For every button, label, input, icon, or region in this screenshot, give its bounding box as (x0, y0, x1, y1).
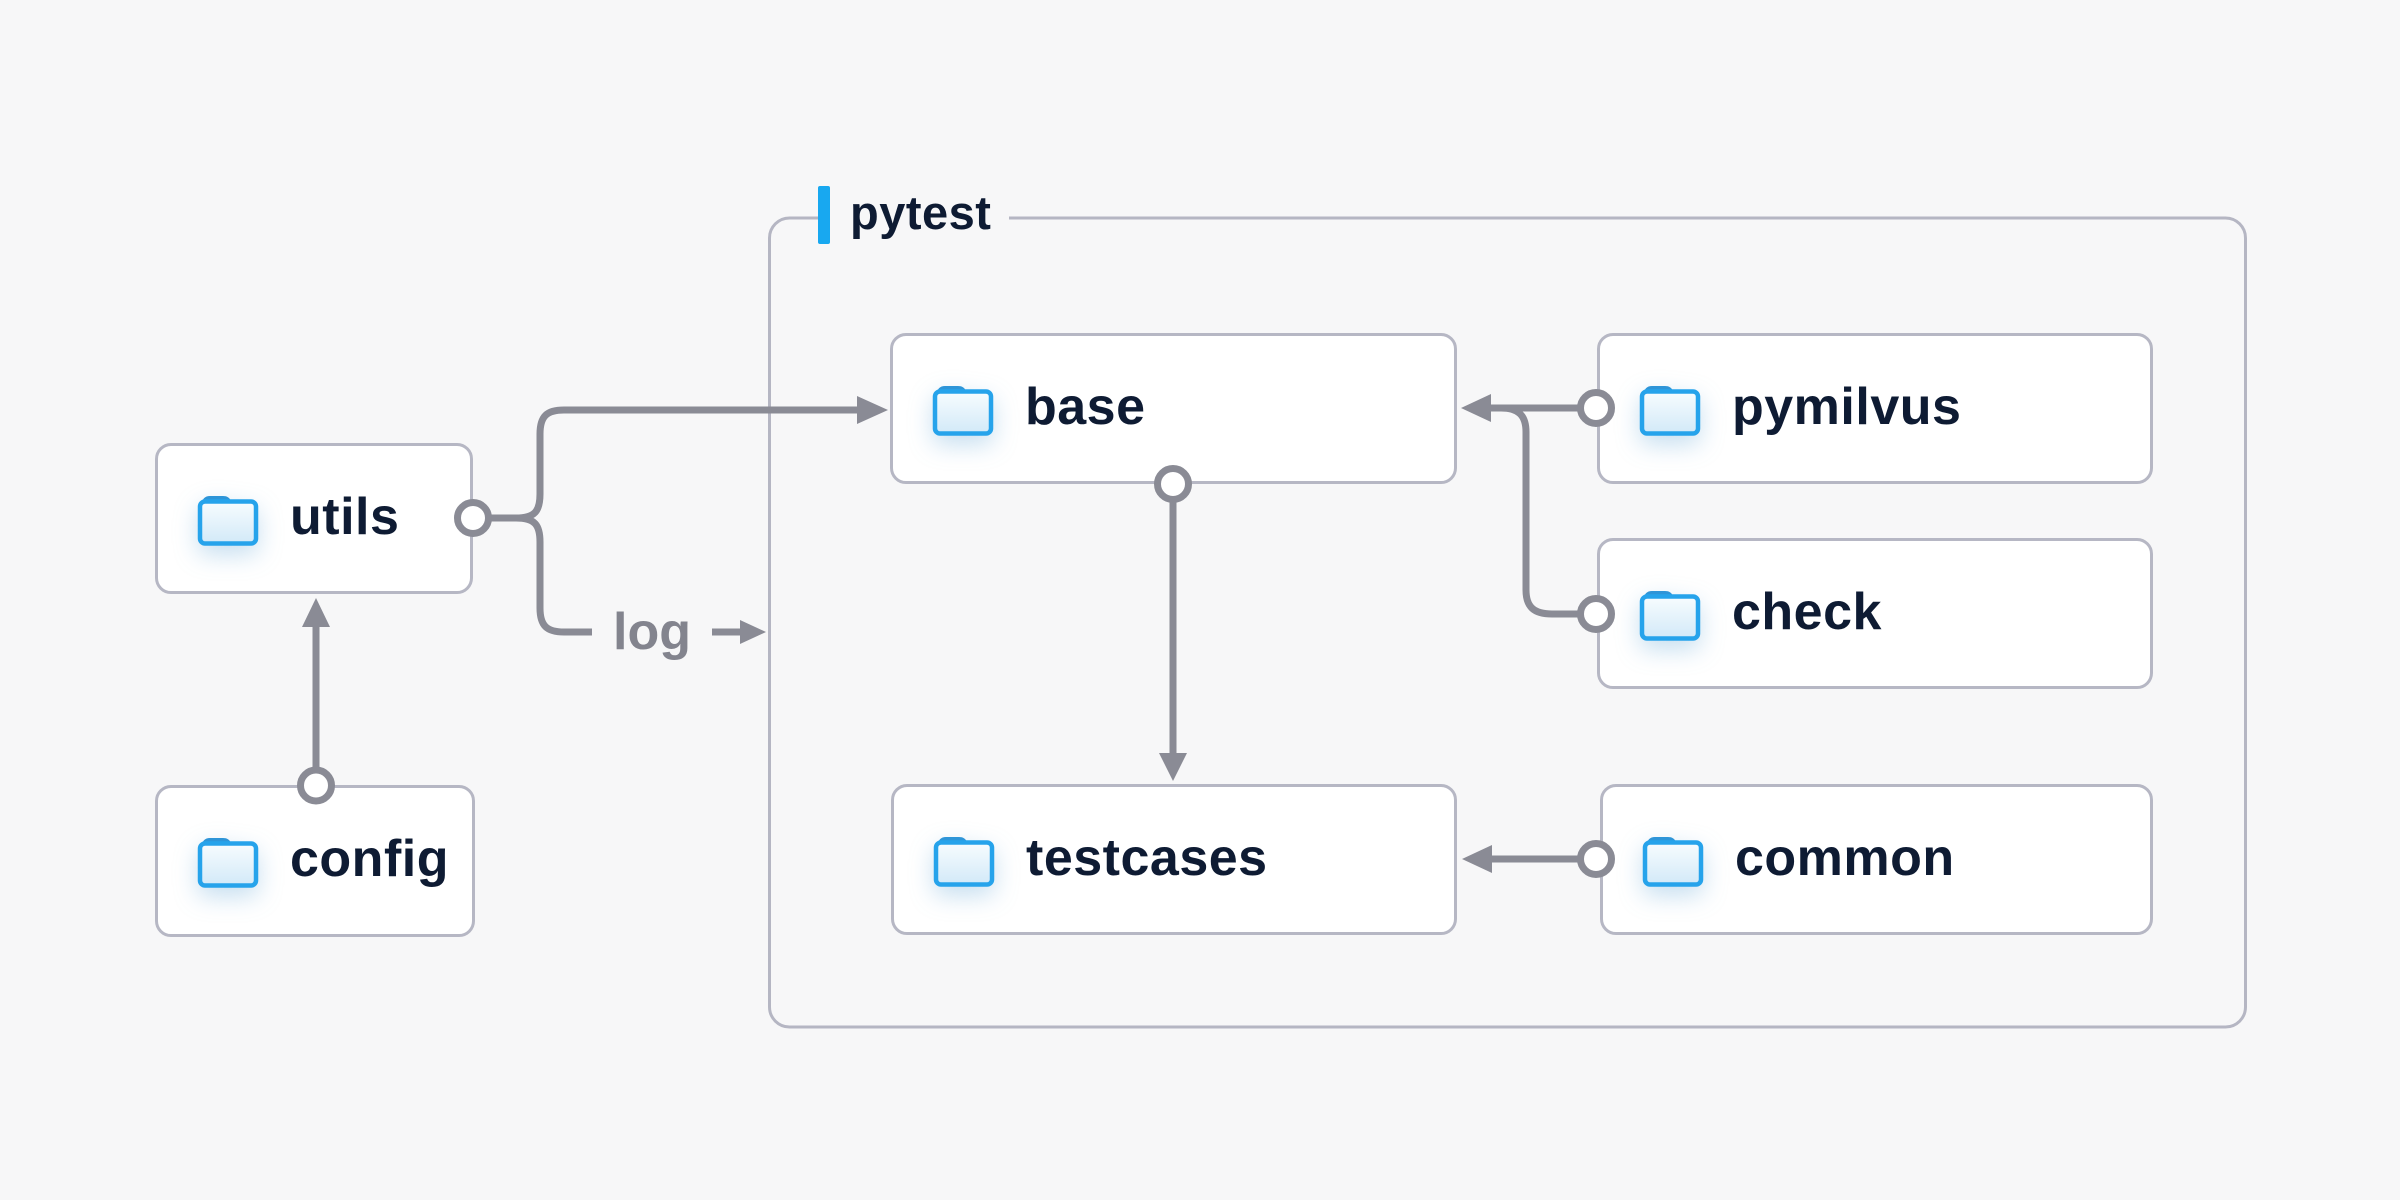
node-label: check (1732, 582, 1882, 641)
arrowhead-base-testcases (1159, 753, 1187, 781)
pytest-group-label: pytest (818, 185, 1010, 245)
node-config: config (155, 785, 475, 937)
folder-icon (1641, 832, 1705, 888)
node-testcases: testcases (891, 784, 1457, 935)
edge-utils-log (515, 514, 592, 636)
node-label: testcases (1026, 828, 1268, 887)
node-utils: utils (155, 443, 473, 594)
node-common: common (1600, 784, 2153, 935)
arrowhead-into-base (1461, 394, 1491, 422)
edge-label-log: log (613, 603, 691, 661)
node-pymilvus: pymilvus (1597, 333, 2153, 484)
folder-icon (931, 381, 995, 437)
pytest-group-label-text: pytest (850, 185, 992, 239)
arrowhead-utils-base (857, 396, 888, 424)
node-check: check (1597, 538, 2153, 689)
accent-bar (818, 186, 830, 244)
arrowhead-config-utils (302, 598, 330, 627)
node-label: pymilvus (1732, 377, 1962, 436)
edge-check-base (1500, 404, 1581, 618)
node-label: utils (290, 487, 400, 546)
folder-icon (196, 491, 260, 547)
folder-icon (932, 832, 996, 888)
arrowhead-log (740, 620, 766, 644)
folder-icon (196, 833, 260, 889)
node-label: config (290, 830, 449, 888)
arrowhead-common-testcases (1462, 845, 1492, 873)
folder-icon (1638, 586, 1702, 642)
node-label: common (1735, 828, 1955, 887)
edge-utils-base (487, 406, 858, 522)
node-base: base (890, 333, 1457, 484)
folder-icon (1638, 381, 1702, 437)
node-label: base (1025, 377, 1146, 436)
